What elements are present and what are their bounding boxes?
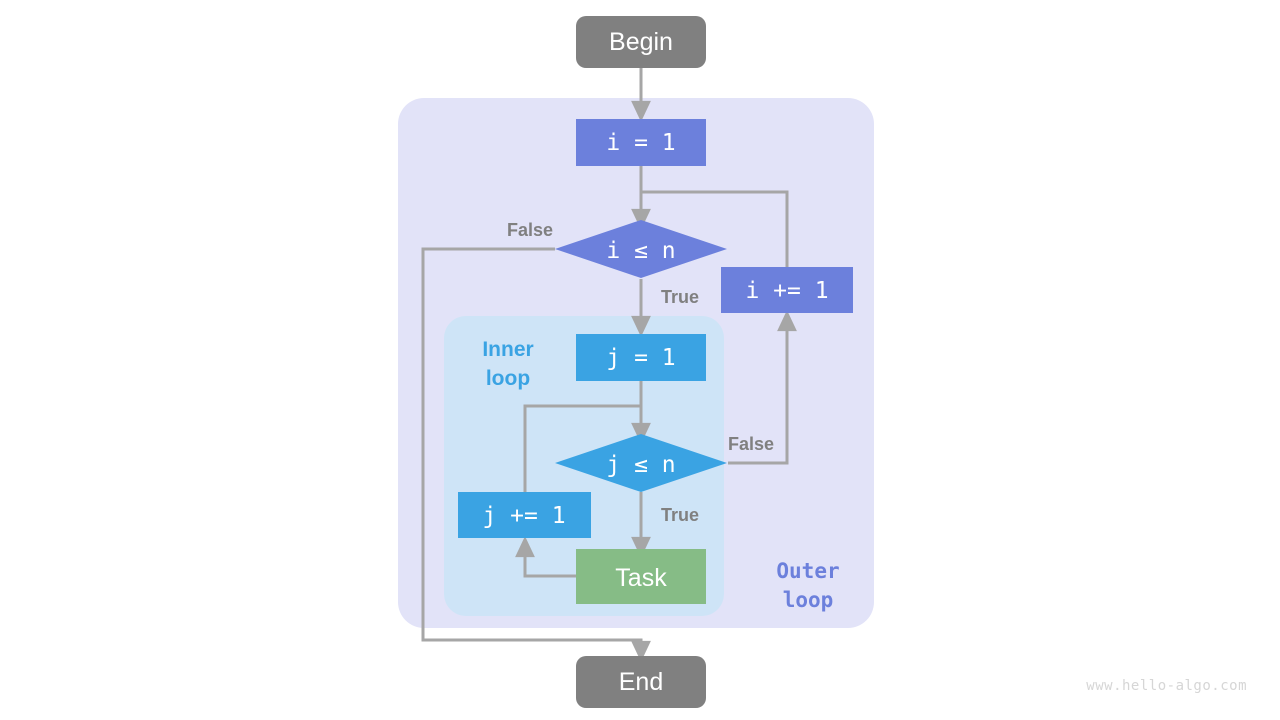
node-task-label: Task: [615, 564, 667, 592]
node-j-incr[interactable]: j += 1: [458, 492, 591, 538]
node-i-init-label: i = 1: [606, 130, 675, 156]
edge-label-j-false: False: [728, 434, 774, 454]
inner-loop-label-line2: loop: [486, 367, 530, 390]
outer-loop-label-line1: Outer: [776, 559, 839, 583]
node-begin-label: Begin: [609, 28, 673, 56]
edge-label-j-true: True: [661, 505, 699, 525]
edge-j-incr-to-trunk: [523, 404, 641, 492]
edge-i-incr-to-trunk: [641, 190, 789, 267]
edge-i-cond-false-to-end: [421, 247, 651, 662]
edge-label-i-false: False: [507, 220, 553, 240]
node-begin[interactable]: Begin: [576, 16, 706, 68]
node-end-label: End: [619, 668, 663, 696]
edge-label-i-true: True: [661, 287, 699, 307]
node-i-init[interactable]: i = 1: [576, 119, 706, 166]
node-i-incr[interactable]: i += 1: [721, 267, 853, 313]
edge-j-cond-false-to-i-incr: [728, 310, 797, 465]
node-i-cond[interactable]: i ≤ n: [555, 220, 727, 278]
inner-loop-label-line1: Inner: [482, 338, 533, 361]
node-j-incr-label: j += 1: [482, 503, 565, 529]
edge-task-to-j-incr: [515, 536, 576, 578]
outer-loop-label-line2: loop: [783, 588, 834, 612]
node-i-cond-label: i ≤ n: [606, 238, 675, 264]
node-end[interactable]: End: [576, 656, 706, 708]
node-i-incr-label: i += 1: [745, 278, 828, 304]
node-task[interactable]: Task: [576, 549, 706, 604]
node-j-cond-label: j ≤ n: [606, 452, 675, 478]
node-j-init[interactable]: j = 1: [576, 334, 706, 381]
node-j-init-label: j = 1: [606, 345, 675, 371]
watermark-text: www.hello-algo.com: [1086, 678, 1247, 694]
node-j-cond[interactable]: j ≤ n: [555, 434, 727, 492]
